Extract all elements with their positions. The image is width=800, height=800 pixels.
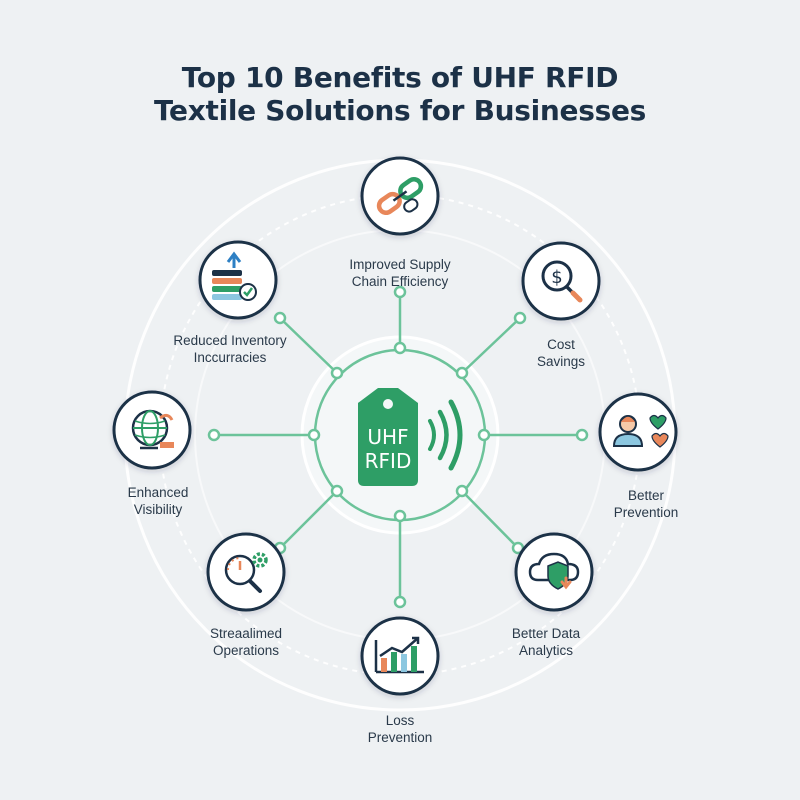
benefit-node-circle <box>598 392 678 472</box>
growth-chart-icon <box>374 636 424 674</box>
benefit-label-line2: Chain Efficiency <box>351 274 449 289</box>
stacked-bars-check-icon <box>212 251 257 301</box>
title-line-1: Top 10 Benefits of UHF RFID <box>181 61 619 94</box>
benefit-label-line2: Savings <box>536 354 586 369</box>
chain-link-icon <box>376 176 424 216</box>
benefit-label-line1: Cost <box>547 337 575 352</box>
benefit-label-line2: Analytics <box>518 643 574 658</box>
cloud-shield-icon <box>528 552 580 590</box>
benefit-label-line1: Loss <box>385 713 415 728</box>
tag-label-line2: RFID <box>365 449 412 473</box>
benefit-label-line1: Streaalimed <box>209 626 283 641</box>
connector-nodes <box>207 285 589 609</box>
benefit-label-line1: Enhanced <box>127 485 189 500</box>
globe-icon <box>131 409 174 450</box>
title-line-2: Textile Solutions for Businesses <box>153 94 647 127</box>
gauge-gear-icon <box>224 552 268 593</box>
dollar-magnifier-icon: $ <box>541 260 583 303</box>
svg-text:$: $ <box>551 267 562 288</box>
benefit-label-line1: Better Data <box>511 626 581 641</box>
benefit-label-line1: Reduced Inventory <box>173 333 287 348</box>
benefit-label-line2: Inccurracies <box>193 350 267 365</box>
benefit-label-line2: Prevention <box>613 505 679 520</box>
benefit-label-line2: Prevention <box>367 730 433 745</box>
rfid-tag: UHF RFID <box>358 388 463 486</box>
person-hearts-icon <box>612 414 669 448</box>
benefit-label-line2: Operations <box>212 643 280 658</box>
benefit-label-line1: Improved Supply <box>349 257 451 272</box>
benefit-label-line2: Visibility <box>133 502 183 517</box>
benefit-label-line1: Better <box>627 488 665 503</box>
tag-label-line1: UHF <box>367 425 408 449</box>
signal-waves-icon <box>428 399 463 471</box>
benefit-node-circle <box>360 616 440 696</box>
